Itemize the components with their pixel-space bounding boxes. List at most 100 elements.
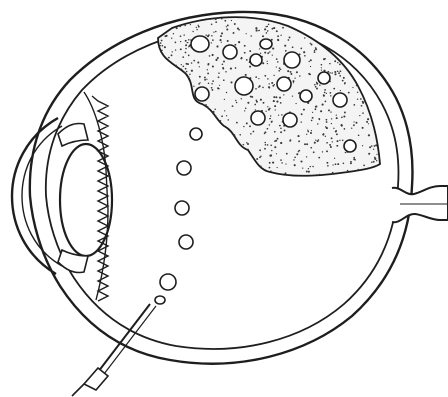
stipple-dot [211, 168, 212, 169]
stipple-dot [164, 132, 166, 134]
bubble [300, 90, 312, 102]
stipple-dot [218, 72, 220, 74]
stipple-dot [310, 147, 312, 149]
stipple-dot [310, 66, 311, 67]
stipple-dot [381, 17, 382, 18]
stipple-dot [314, 142, 316, 144]
stipple-dot [178, 134, 179, 135]
stipple-dot [336, 133, 338, 135]
stipple-dot [180, 35, 182, 37]
stipple-dot [273, 96, 275, 98]
stipple-dot [339, 75, 341, 77]
bubble [250, 54, 262, 66]
stipple-dot [208, 83, 210, 85]
bubble [333, 93, 347, 107]
bubble [235, 77, 253, 95]
stipple-dot [192, 149, 194, 151]
stipple-dot [362, 112, 364, 114]
stipple-dot [369, 146, 371, 148]
stipple-dot [235, 158, 237, 160]
stipple-dot [177, 134, 178, 135]
stipple-dot [330, 111, 331, 112]
stipple-dot [269, 124, 270, 125]
stipple-dot [366, 44, 368, 46]
stipple-dot [280, 159, 282, 161]
stipple-dot [294, 78, 295, 79]
stipple-dot [264, 142, 266, 144]
stipple-dot [383, 51, 385, 53]
stipple-dot [279, 125, 281, 127]
stipple-dot [159, 144, 161, 146]
stipple-dot [347, 25, 348, 26]
stipple-dot [310, 166, 311, 167]
stipple-dot [209, 124, 210, 125]
stipple-dot [198, 120, 199, 121]
stipple-dot [164, 46, 166, 48]
stipple-dot [161, 68, 163, 70]
stipple-dot [374, 87, 375, 88]
stipple-dot [186, 86, 188, 88]
stipple-dot [377, 124, 379, 126]
stipple-dot [294, 156, 296, 158]
stipple-dot [276, 30, 278, 32]
stipple-dot [251, 96, 253, 98]
stipple-dot [166, 90, 168, 92]
stipple-dot [310, 132, 312, 134]
stipple-dot [344, 112, 346, 114]
stipple-dot [276, 101, 278, 103]
stipple-dot [222, 129, 224, 131]
stipple-dot [377, 87, 379, 89]
stipple-dot [267, 52, 269, 54]
stipple-dot [224, 20, 226, 22]
bubble [190, 128, 202, 140]
stipple-dot [346, 56, 347, 57]
stipple-dot [355, 50, 356, 51]
stipple-dot [175, 76, 177, 78]
stipple-dot [296, 23, 297, 24]
stipple-dot [232, 163, 234, 165]
stipple-dot [338, 33, 340, 35]
stipple-dot [303, 109, 305, 111]
stipple-dot [175, 42, 177, 44]
stipple-dot [267, 63, 268, 64]
stipple-dot [345, 44, 347, 46]
bubble [344, 140, 356, 152]
stipple-dot [256, 101, 258, 103]
stipple-dot [360, 32, 362, 34]
stipple-dot [247, 156, 249, 158]
stipple-dot [221, 169, 223, 171]
stipple-dot [162, 114, 163, 115]
stipple-dot [285, 163, 286, 164]
stipple-dot [209, 55, 211, 57]
stipple-dot [367, 118, 369, 120]
stipple-dot [272, 54, 273, 55]
stipple-dot [156, 52, 158, 54]
stipple-dot [364, 34, 366, 36]
stipple-dot [196, 29, 198, 31]
stipple-dot [344, 83, 345, 84]
stipple-dot [169, 102, 171, 104]
bubble [177, 161, 191, 175]
stipple-dot [272, 17, 274, 19]
stipple-dot [184, 34, 185, 35]
stipple-dot [235, 67, 237, 69]
stipple-dot [329, 19, 331, 21]
stipple-dot [306, 134, 307, 135]
stipple-dot [221, 115, 223, 117]
stipple-dot [368, 153, 370, 155]
stipple-dot [264, 131, 266, 133]
stipple-dot [362, 145, 363, 146]
stipple-dot [250, 35, 251, 36]
stipple-dot [289, 36, 291, 38]
stipple-dot [374, 99, 375, 100]
stipple-dot [245, 157, 247, 159]
stipple-dot [343, 77, 345, 79]
stipple-dot [382, 20, 384, 22]
stipple-dot [322, 134, 324, 136]
stipple-dot [232, 105, 234, 107]
stipple-dot [246, 59, 248, 61]
stipple-dot [171, 83, 172, 84]
stipple-dot [311, 130, 312, 131]
stipple-dot [211, 24, 213, 26]
stipple-dot [364, 37, 366, 39]
